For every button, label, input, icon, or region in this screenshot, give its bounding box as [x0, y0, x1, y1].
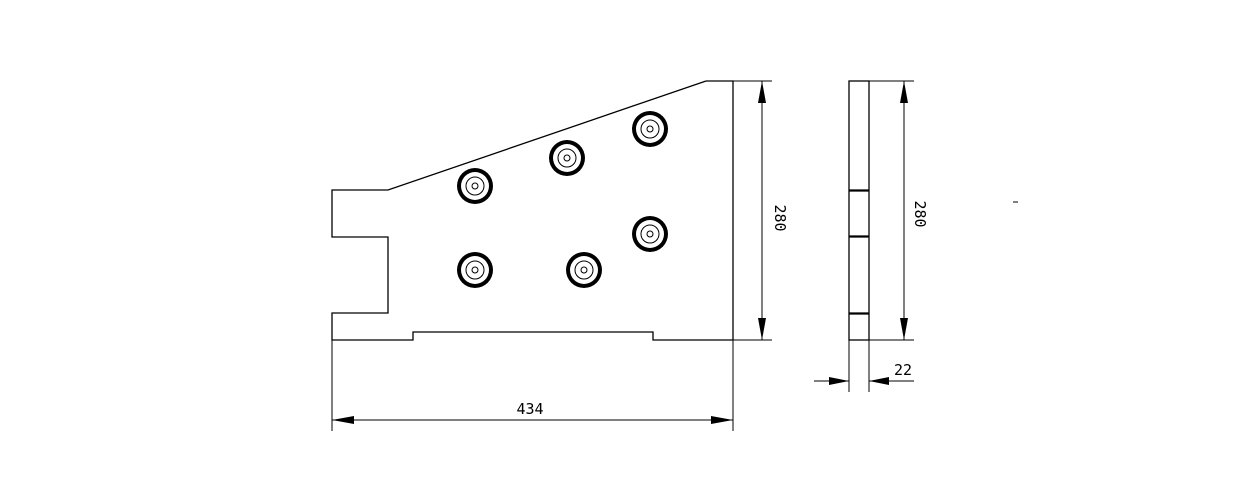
side-thickness-label: 22: [894, 361, 912, 379]
plate-outline: [331, 80, 734, 341]
side-thickness-dimension: 22: [814, 340, 914, 392]
hole: [549, 140, 585, 176]
side-height-dimension: 280: [869, 80, 929, 341]
hole: [457, 168, 493, 204]
hole: [566, 252, 602, 288]
front-height-label: 280: [771, 204, 789, 231]
side-view: 280 22: [814, 80, 929, 392]
front-view: 280 434: [331, 80, 789, 431]
hole: [632, 111, 668, 147]
mounting-holes: [457, 111, 668, 288]
front-width-label: 434: [516, 400, 543, 418]
hole: [457, 252, 493, 288]
side-outline: [848, 80, 870, 341]
side-height-label: 280: [911, 200, 929, 227]
front-width-dimension: 434: [331, 340, 734, 431]
hole: [632, 216, 668, 252]
front-height-dimension: 280: [733, 80, 789, 341]
